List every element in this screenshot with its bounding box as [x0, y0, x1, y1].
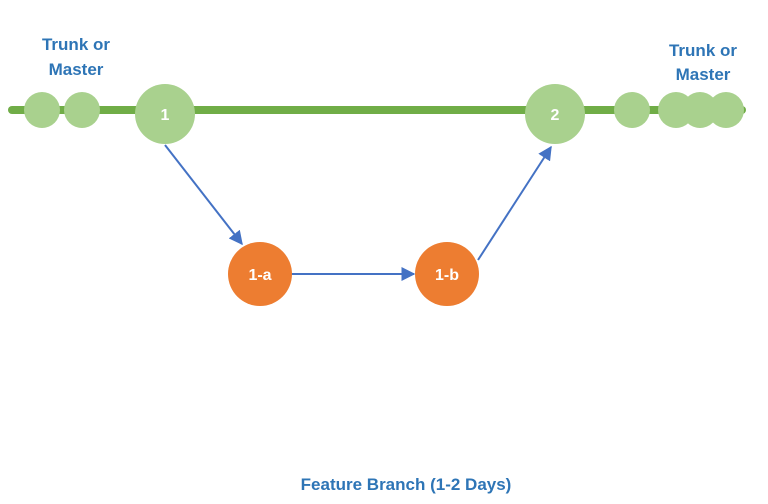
trunk-label-left-line2: Master [49, 60, 104, 79]
arrow-1b-to-2 [477, 145, 552, 261]
trunk-label-left-line1: Trunk or [42, 35, 110, 54]
trunk-commit-small [64, 92, 100, 128]
trunk-commit-2-label: 2 [551, 107, 560, 124]
branch-commit-1a [228, 242, 292, 306]
trunk-commit-2 [525, 84, 585, 144]
branch-commit-1b-label: 1-b [435, 267, 459, 284]
arrow-1-to-1a [164, 144, 243, 246]
diagram-caption: Feature Branch (1-2 Days) [301, 475, 512, 494]
branch-commit-1b [415, 242, 479, 306]
trunk-commit-1 [135, 84, 195, 144]
branch-commit-1a-label: 1-a [248, 267, 271, 284]
trunk-commit-small [24, 92, 60, 128]
trunk-commit-1-label: 1 [161, 107, 170, 124]
trunk-commit-small [682, 92, 718, 128]
trunk-label-right-line1: Trunk or [669, 41, 737, 60]
trunk-commit-small [708, 92, 744, 128]
trunk-commit-small [614, 92, 650, 128]
trunk-label-right-line2: Master [676, 65, 731, 84]
